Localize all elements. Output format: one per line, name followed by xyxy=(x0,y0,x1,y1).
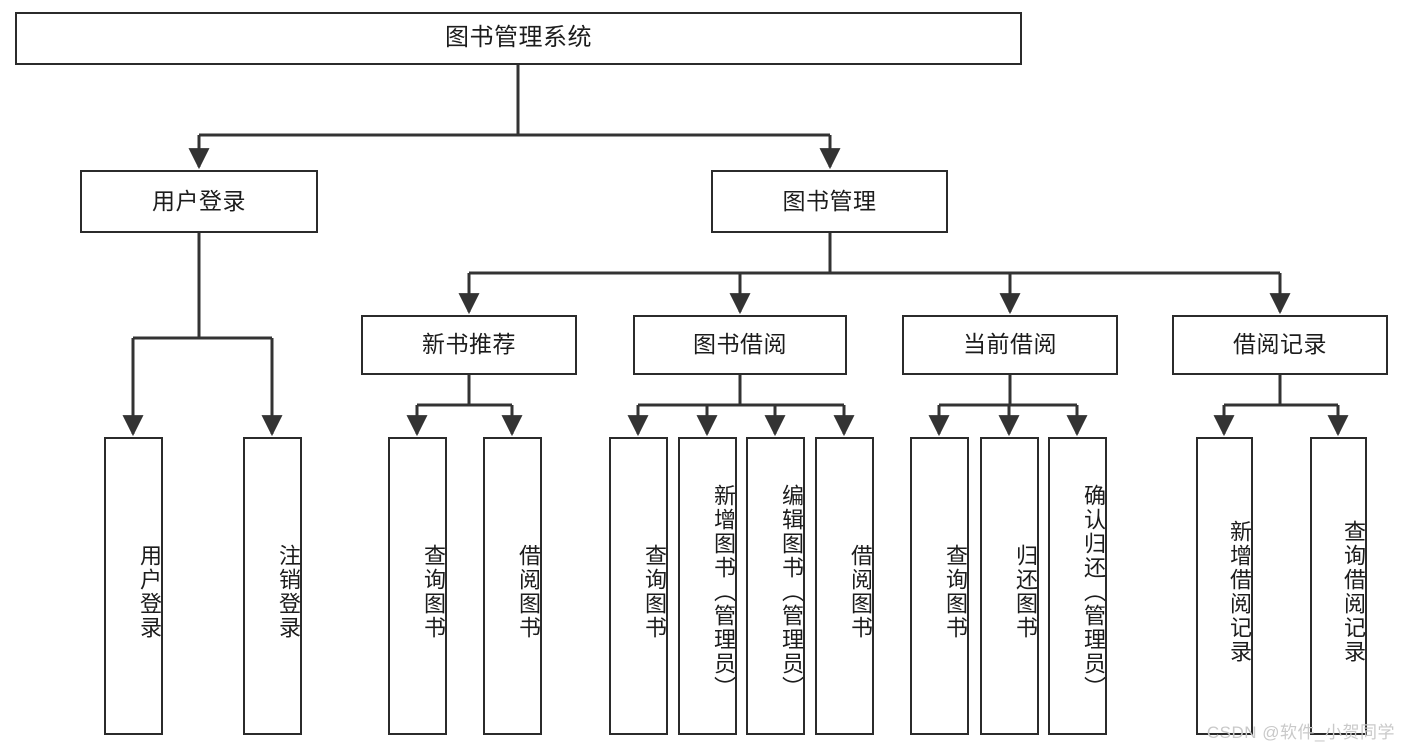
node-leaf-return-book-label: 归还图书 xyxy=(1013,544,1038,640)
node-leaf-query-book-3-label: 查询图书 xyxy=(943,544,968,640)
node-leaf-add-record-label: 新增借阅记录 xyxy=(1227,520,1252,664)
node-leaf-add-book[interactable]: 新增图书（管理员） xyxy=(678,437,737,735)
node-leaf-query-book-1-label: 查询图书 xyxy=(421,544,446,640)
node-book-borrow-label: 图书借阅 xyxy=(693,331,787,358)
node-leaf-logout[interactable]: 注销登录 xyxy=(243,437,302,735)
node-leaf-borrow-book-2-label: 借阅图书 xyxy=(848,544,873,640)
node-leaf-query-record[interactable]: 查询借阅记录 xyxy=(1310,437,1367,735)
node-leaf-borrow-book-1-label: 借阅图书 xyxy=(516,544,541,640)
node-leaf-add-book-label: 新增图书（管理员） xyxy=(711,484,736,700)
node-new-book-recommend[interactable]: 新书推荐 xyxy=(361,315,577,375)
node-leaf-query-book-1[interactable]: 查询图书 xyxy=(388,437,447,735)
node-root[interactable]: 图书管理系统 xyxy=(15,12,1022,65)
node-book-manage[interactable]: 图书管理 xyxy=(711,170,948,233)
node-user-login[interactable]: 用户登录 xyxy=(80,170,318,233)
node-current-borrow-label: 当前借阅 xyxy=(963,331,1057,358)
node-leaf-user-login-label: 用户登录 xyxy=(137,544,162,640)
node-borrow-record-label: 借阅记录 xyxy=(1233,331,1327,358)
node-root-label: 图书管理系统 xyxy=(445,24,592,52)
node-leaf-query-book-3[interactable]: 查询图书 xyxy=(910,437,969,735)
node-book-manage-label: 图书管理 xyxy=(782,187,877,214)
node-user-login-label: 用户登录 xyxy=(152,187,246,214)
node-leaf-query-book-2-label: 查询图书 xyxy=(642,544,667,640)
watermark: CSDN @软件_小贺同学 xyxy=(1206,723,1395,742)
node-leaf-edit-book-label: 编辑图书（管理员） xyxy=(779,484,804,700)
node-leaf-query-record-label: 查询借阅记录 xyxy=(1341,520,1366,664)
node-leaf-add-record[interactable]: 新增借阅记录 xyxy=(1196,437,1253,735)
node-leaf-query-book-2[interactable]: 查询图书 xyxy=(609,437,668,735)
node-leaf-confirm-return[interactable]: 确认归还（管理员） xyxy=(1048,437,1107,735)
node-leaf-borrow-book-2[interactable]: 借阅图书 xyxy=(815,437,874,735)
node-leaf-confirm-return-label: 确认归还（管理员） xyxy=(1081,484,1106,700)
node-leaf-edit-book[interactable]: 编辑图书（管理员） xyxy=(746,437,805,735)
node-current-borrow[interactable]: 当前借阅 xyxy=(902,315,1118,375)
node-leaf-borrow-book-1[interactable]: 借阅图书 xyxy=(483,437,542,735)
node-book-borrow[interactable]: 图书借阅 xyxy=(633,315,847,375)
node-leaf-return-book[interactable]: 归还图书 xyxy=(980,437,1039,735)
node-new-book-recommend-label: 新书推荐 xyxy=(422,331,516,358)
node-leaf-logout-label: 注销登录 xyxy=(276,544,301,640)
node-leaf-user-login[interactable]: 用户登录 xyxy=(104,437,163,735)
node-borrow-record[interactable]: 借阅记录 xyxy=(1172,315,1388,375)
